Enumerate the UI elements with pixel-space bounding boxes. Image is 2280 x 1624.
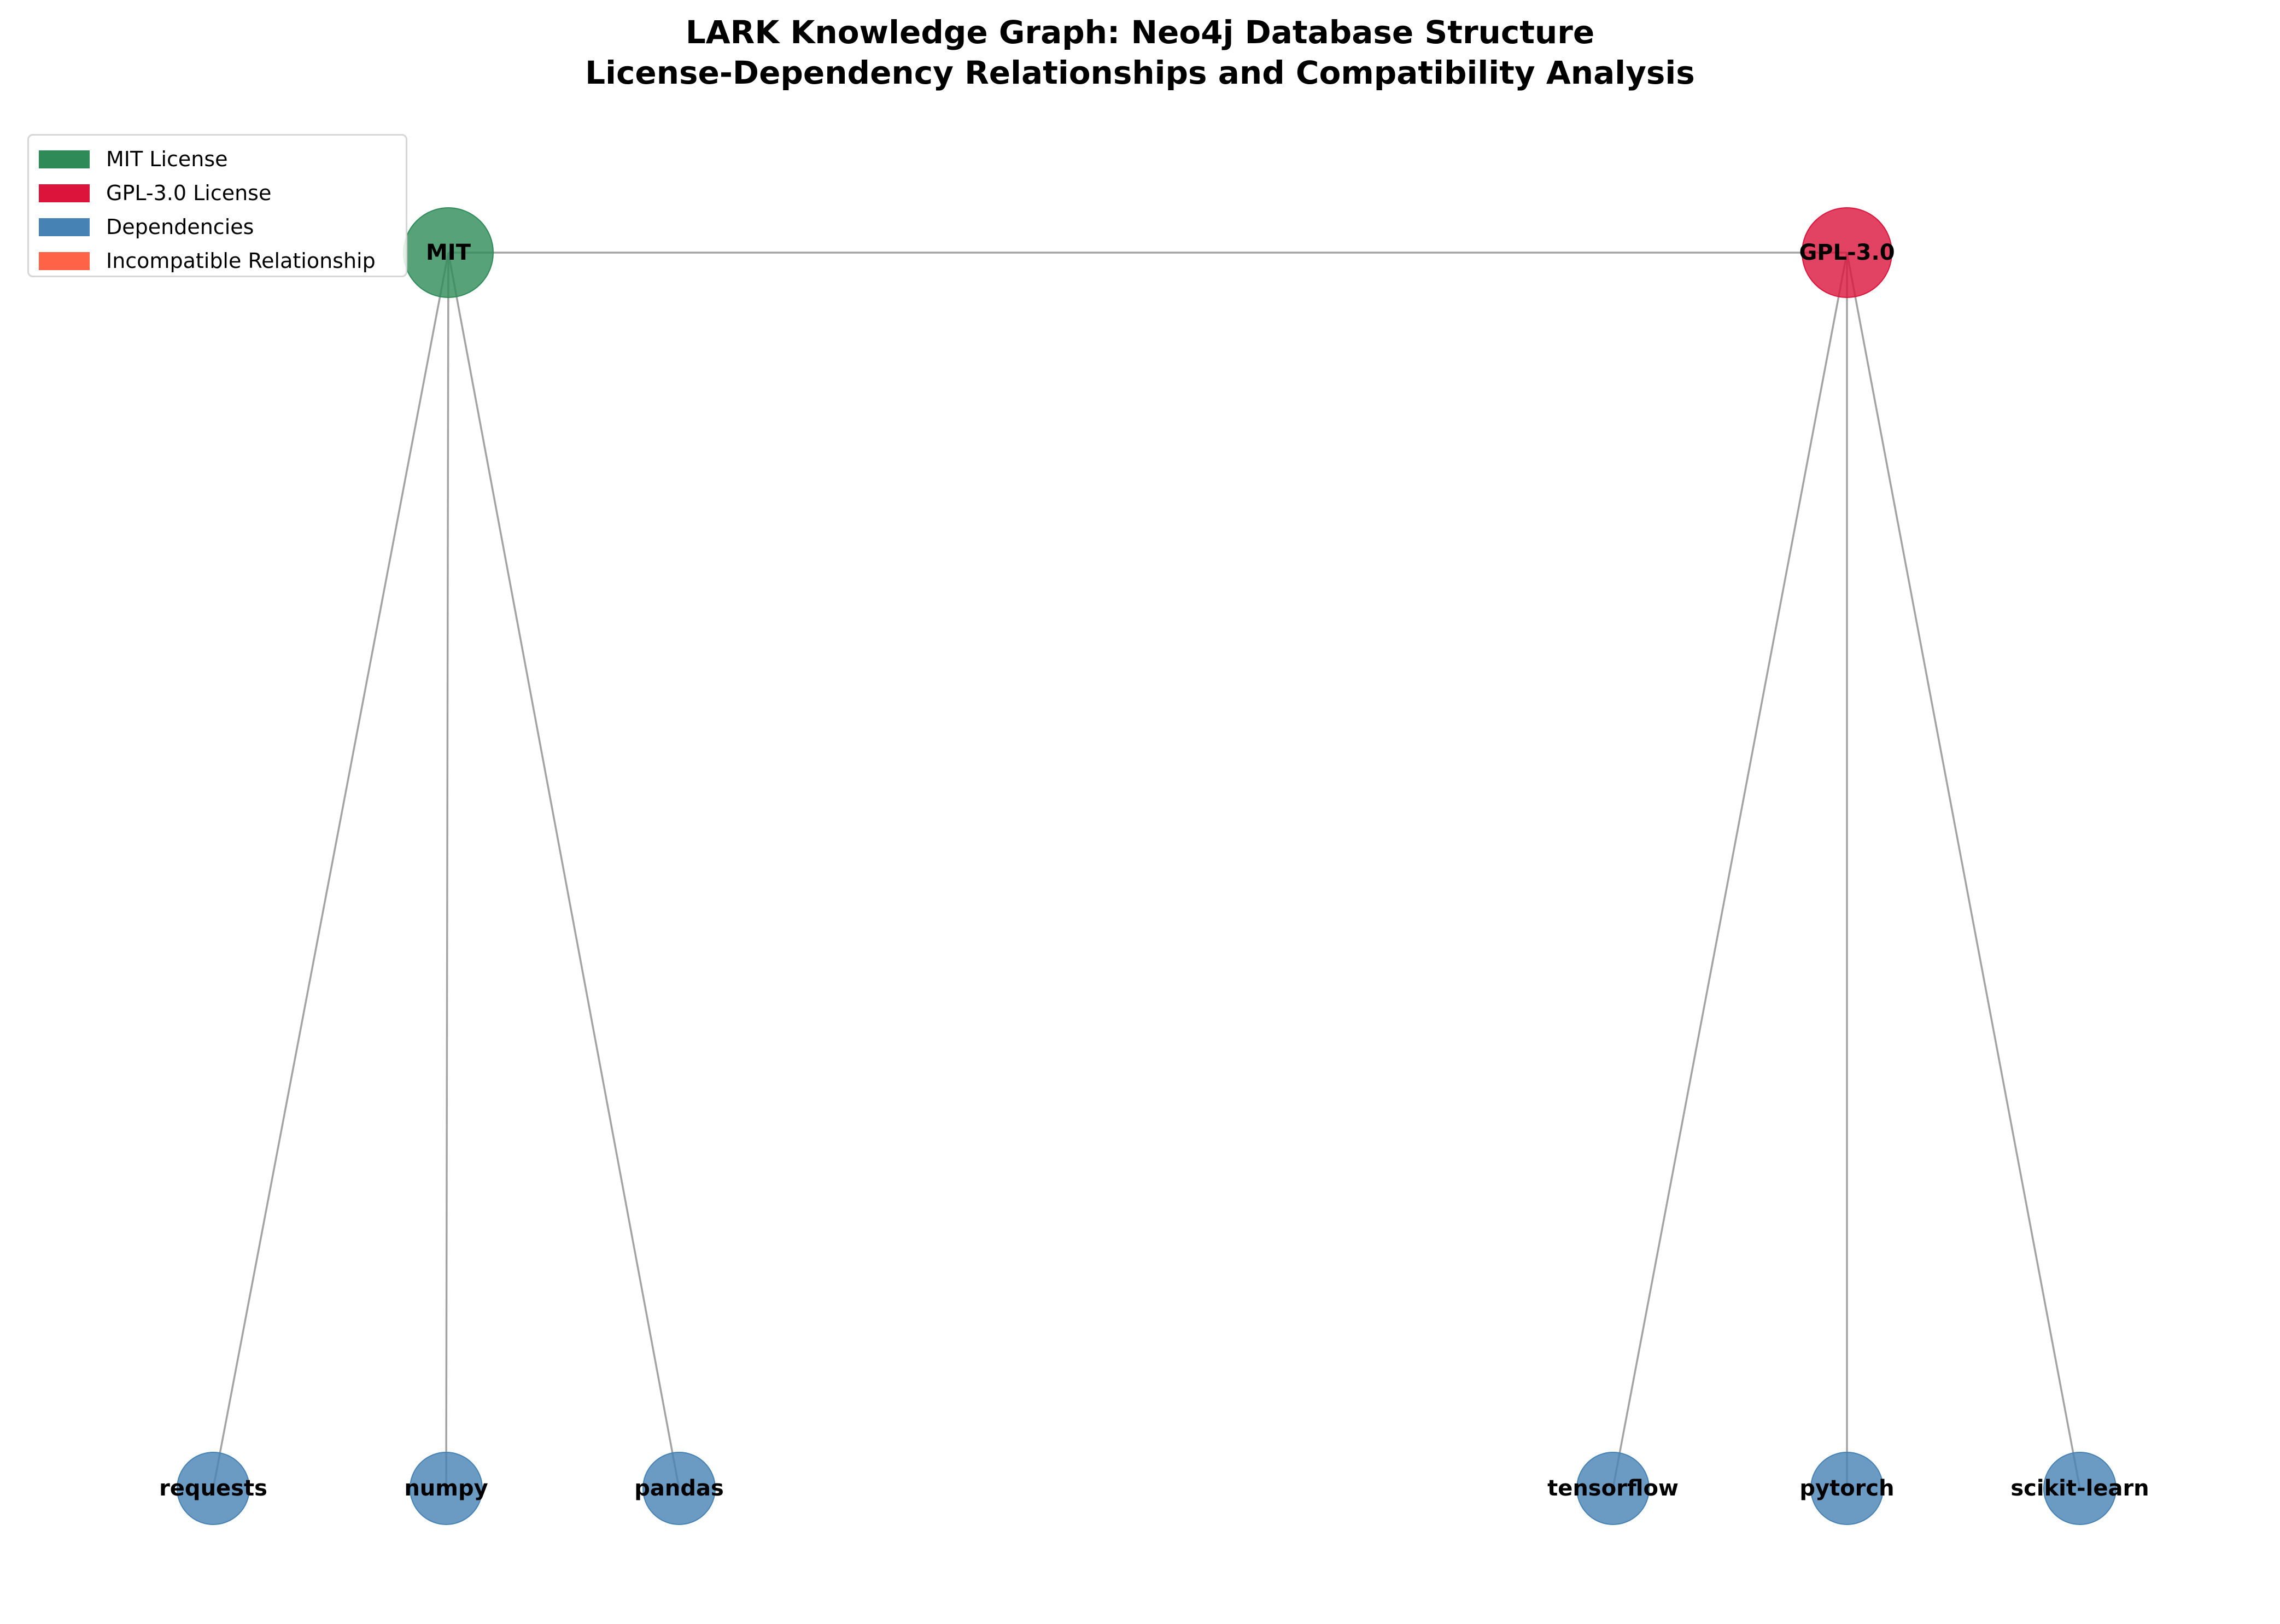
legend-swatch: [39, 184, 90, 202]
title-line-1: LARK Knowledge Graph: Neo4j Database Str…: [685, 14, 1595, 51]
node-pytorch[interactable]: pytorch: [1799, 1452, 1895, 1525]
node-label-pytorch: pytorch: [1799, 1476, 1894, 1501]
legend-label: Incompatible Relationship: [106, 249, 376, 273]
legend-label: GPL-3.0 License: [106, 181, 272, 205]
legend-item: Dependencies: [39, 210, 406, 244]
node-circle-GPL-3.0[interactable]: [1802, 207, 1892, 298]
node-label-requests: requests: [159, 1476, 267, 1501]
edge-MIT-pandas: [447, 252, 680, 1489]
node-circle-pytorch[interactable]: [1810, 1452, 1884, 1525]
legend-label: MIT License: [106, 147, 228, 171]
nodes-layer: MIT GPL-3.0 requests numpy pandas tensorflow p…: [159, 207, 2149, 1525]
node-MIT[interactable]: MIT: [403, 207, 494, 298]
legend-label: Dependencies: [106, 215, 254, 239]
node-pandas[interactable]: pandas: [634, 1452, 724, 1525]
legend-item: MIT License: [39, 142, 406, 176]
node-numpy[interactable]: numpy: [404, 1452, 488, 1525]
legend-item: Incompatible Relationship: [39, 244, 406, 278]
legend-swatch: [39, 252, 90, 270]
node-circle-tensorflow[interactable]: [1576, 1452, 1650, 1525]
node-label-tensorflow: tensorflow: [1547, 1476, 1679, 1501]
node-circle-pandas[interactable]: [642, 1452, 716, 1525]
node-circle-numpy[interactable]: [410, 1452, 483, 1525]
edge-GPL-3.0-tensorflow: [1612, 252, 1848, 1489]
diagram-title: LARK Knowledge Graph: Neo4j Database Str…: [0, 12, 2280, 93]
node-circle-requests[interactable]: [177, 1452, 250, 1525]
node-label-GPL-3.0: GPL-3.0: [1799, 240, 1895, 265]
edges-layer: [212, 252, 2081, 1489]
node-requests[interactable]: requests: [159, 1452, 267, 1525]
edge-MIT-requests: [212, 252, 449, 1489]
legend-swatch: [39, 218, 90, 236]
node-circle-scikit-learn[interactable]: [2043, 1452, 2117, 1525]
edge-MIT-numpy: [445, 252, 449, 1489]
edge-GPL-3.0-scikit-learn: [1846, 252, 2081, 1489]
node-label-numpy: numpy: [404, 1476, 488, 1501]
node-label-pandas: pandas: [634, 1476, 724, 1501]
legend-swatch: [39, 150, 90, 168]
legend-item: GPL-3.0 License: [39, 176, 406, 210]
node-scikit-learn[interactable]: scikit-learn: [2010, 1452, 2149, 1525]
node-GPL-3.0[interactable]: GPL-3.0: [1799, 207, 1895, 298]
node-label-MIT: MIT: [426, 240, 471, 265]
title-line-2: License-Dependency Relationships and Com…: [585, 54, 1695, 91]
node-tensorflow[interactable]: tensorflow: [1547, 1452, 1679, 1525]
node-label-scikit-learn: scikit-learn: [2010, 1476, 2149, 1501]
